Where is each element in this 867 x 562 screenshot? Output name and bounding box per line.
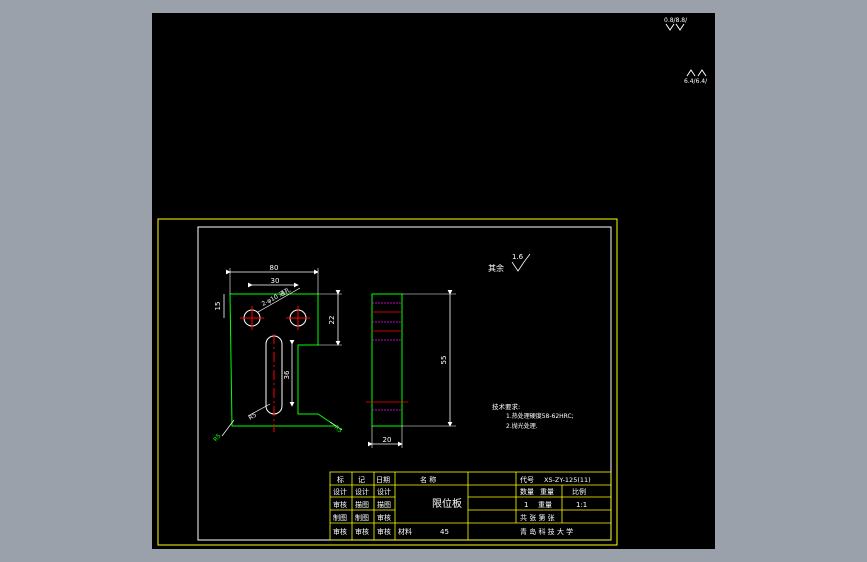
dim-overall-width: 80 xyxy=(270,264,279,272)
tech-note-1: 1.热处理硬度58-62HRC; xyxy=(506,412,574,420)
tech-note-2: 2.抛光处理. xyxy=(506,422,538,430)
tb-mark: 标 xyxy=(337,475,344,484)
roughness-prefix: 其余 xyxy=(488,263,504,273)
tb-draw3: 审核 xyxy=(377,513,391,522)
dim-slot-length: 36 xyxy=(283,370,291,379)
tb-weight-value: 重量 xyxy=(538,501,552,509)
tb-design: 设计 xyxy=(333,487,347,496)
tb-material-label: 材料 xyxy=(398,527,412,536)
roughness-top-label: 0.8/8.8/ xyxy=(664,17,688,24)
tb-draw: 制图 xyxy=(333,513,347,522)
tb-scale-label: 比例 xyxy=(572,487,586,496)
tb-approve3: 审核 xyxy=(377,527,391,536)
dim-slot-radius: R5 xyxy=(248,412,259,422)
part-outline xyxy=(229,293,338,427)
tb-code-value: XS-ZY-125(11) xyxy=(544,476,591,484)
slot xyxy=(265,335,283,415)
side-outline xyxy=(371,293,403,427)
tech-notes-heading: 技术要求: xyxy=(492,402,520,411)
dim-hole-spacing: 30 xyxy=(271,277,280,285)
tb-qty-label: 数量 xyxy=(520,487,534,496)
dim-height-right: 22 xyxy=(328,316,336,325)
tb-design3: 设计 xyxy=(377,487,391,496)
tb-name-header: 名 称 xyxy=(420,475,436,484)
tb-material-value: 45 xyxy=(440,528,449,536)
tb-sign: 日期 xyxy=(376,476,390,484)
dim-corner-left: R5 xyxy=(212,433,223,444)
tech-notes: 技术要求: 1.热处理硬度58-62HRC; 2.抛光处理. xyxy=(492,402,574,430)
tb-part-name: 限位板 xyxy=(432,497,462,510)
tb-code-label: 代号 xyxy=(520,475,534,484)
dim-holes: 2-φ10 通孔 xyxy=(260,286,292,308)
roughness-symbol-top: 0.8/8.8/ xyxy=(664,17,688,31)
tb-weight-label: 重量 xyxy=(540,488,554,496)
tb-design2: 设计 xyxy=(355,487,369,496)
drawing-viewport[interactable] xyxy=(152,13,715,549)
tb-check2: 描图 xyxy=(355,500,369,509)
tb-check: 审核 xyxy=(333,500,347,509)
tb-scale-value: 1:1 xyxy=(576,501,587,509)
dim-left-offset: 15 xyxy=(214,302,222,311)
tb-approve: 审核 xyxy=(333,527,347,536)
tb-count: 记 xyxy=(358,476,365,484)
side-view: 55 20 xyxy=(366,290,456,448)
tb-school: 青 岛 科 技 大 学 xyxy=(520,527,573,536)
dim-corner-right: R5 xyxy=(333,424,344,435)
title-block xyxy=(329,471,612,541)
dim-side-thickness: 20 xyxy=(383,436,392,444)
tb-check3: 描图 xyxy=(377,500,391,509)
title-block-text: 标 记 日期 名 称 代号 XS-ZY-125(11) 设计 设计 设计 数量 … xyxy=(333,475,591,536)
tb-draw2: 制图 xyxy=(355,513,369,522)
roughness-note: 其余 1.6 xyxy=(488,253,531,273)
tb-sheets: 共 张 第 张 xyxy=(520,513,555,522)
tb-qty-value: 1 xyxy=(524,501,528,509)
roughness-value: 1.6 xyxy=(512,253,524,261)
outer-frame xyxy=(157,218,618,546)
roughness-bottom-label: 6.4/6.4/ xyxy=(684,78,708,85)
front-view: 80 30 15 2-φ10 通孔 22 36 R5 R5 R5 xyxy=(212,264,343,443)
dim-side-height: 55 xyxy=(440,356,448,365)
tb-approve2: 审核 xyxy=(355,527,369,536)
roughness-symbol-bottom: 6.4/6.4/ xyxy=(684,69,708,85)
